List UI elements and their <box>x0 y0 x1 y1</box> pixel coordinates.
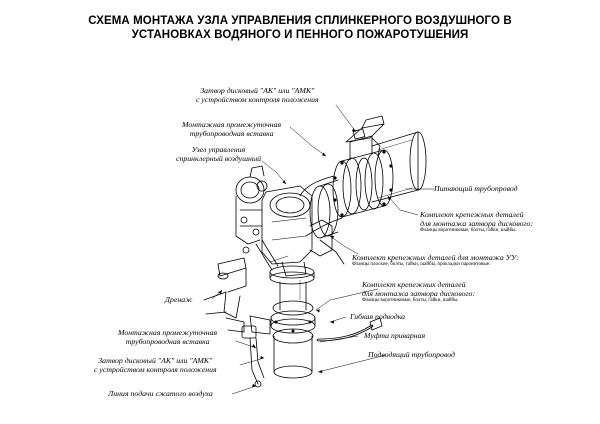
leader-lines <box>211 104 435 395</box>
welded-coupling-label: Муфта приварная <box>364 331 426 340</box>
title-line-2: УСТАНОВКАХ ВОДЯНОГО И ПЕННОГО ПОЖАРОТУШЕ… <box>131 29 469 41</box>
upper-disc-valve <box>332 115 394 218</box>
upper-fasteners-label: Комплект крепежных деталей для монтажа з… <box>420 210 534 233</box>
lower-fasteners-label: Комплект крепежных деталей для монтажа з… <box>362 280 476 303</box>
air-line-label: Линия подачи сжатого воздуха <box>108 389 213 398</box>
diagram-title: СХЕМА МОНТАЖА УЗЛА УПРАВЛЕНИЯ СПЛИНКЕРНО… <box>0 14 600 42</box>
unit-fasteners-label: Комплект крепежных деталей для монтажа У… <box>352 253 520 267</box>
title-line-1: СХЕМА МОНТАЖА УЗЛА УПРАВЛЕНИЯ СПЛИНКЕРНО… <box>88 15 512 27</box>
lower-valve-label: Затвор дисковый "АК" или "АМК" с устройс… <box>94 356 217 374</box>
upper-valve-label: Затвор дисковый "АК" или "АМК" с устройс… <box>196 86 319 104</box>
upper-insert-label: Монтажная промежуточная трубопроводная в… <box>182 120 282 138</box>
drain-label: Дренаж <box>165 295 193 304</box>
supply-pipe-label: Питающий трубопровод <box>434 184 518 193</box>
lower-disc-valve <box>241 315 271 388</box>
drain-funnel <box>203 257 247 333</box>
flexible-hose-label: Гибкая подводка <box>350 312 406 321</box>
lower-insert-label: Монтажная промежуточная трубопроводная в… <box>118 328 218 346</box>
feed-pipe-label: Подводящий трубопровод <box>368 350 455 359</box>
upper-intermediate-insert <box>299 175 343 239</box>
lower-pipe <box>270 279 316 379</box>
control-unit-label: Узел управления спринклерный воздушный <box>176 145 262 163</box>
flexible-hose <box>316 317 383 342</box>
supply-pipe <box>371 131 427 203</box>
control-unit <box>235 165 345 285</box>
